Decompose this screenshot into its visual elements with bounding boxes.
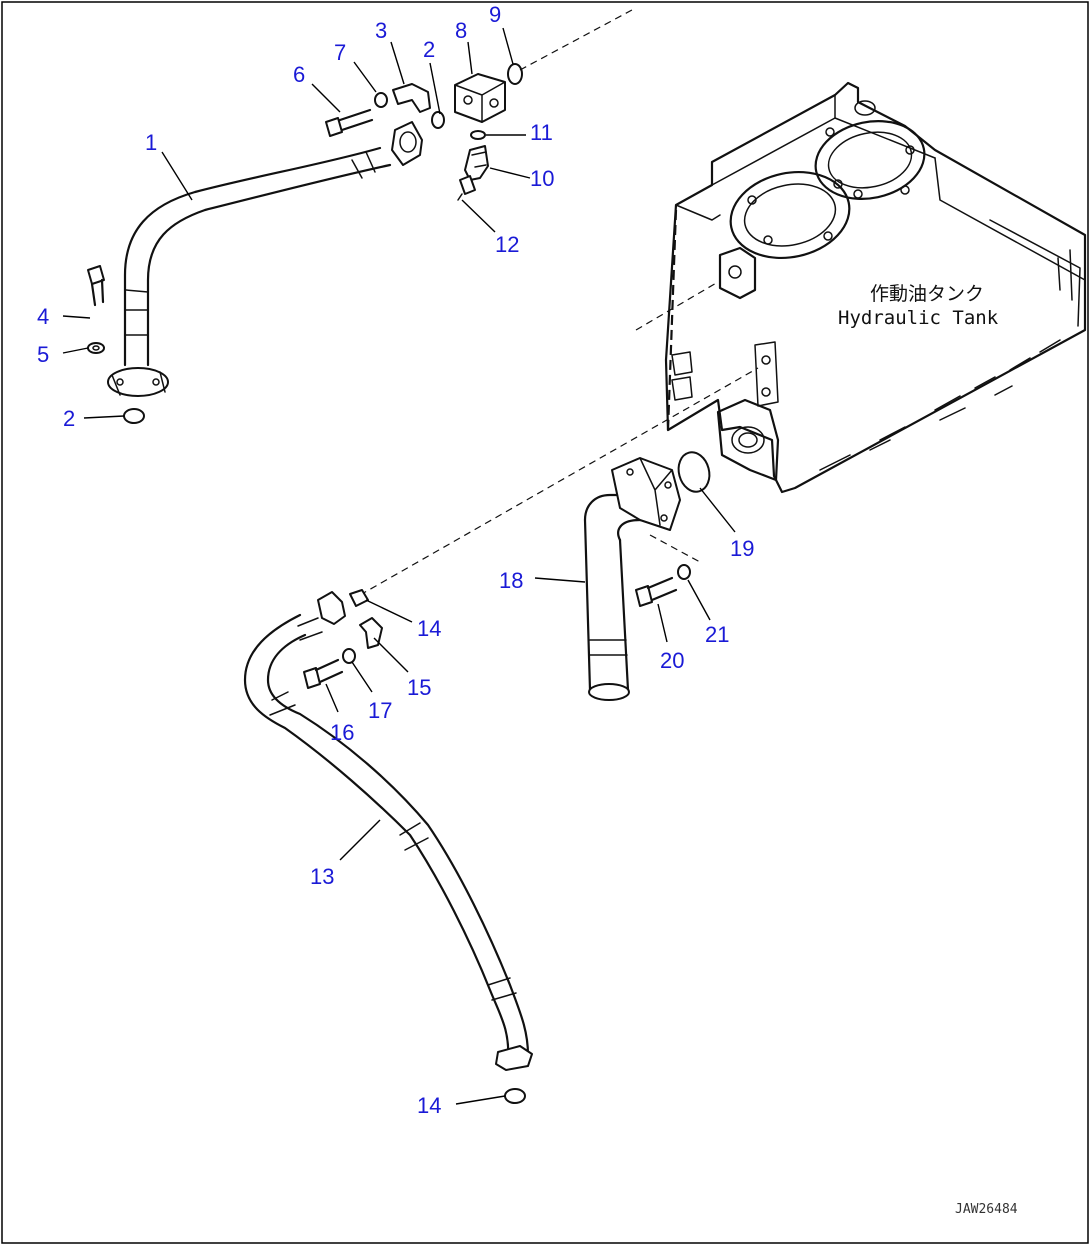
callout-10: 10: [530, 166, 554, 191]
tank-label-japanese: 作動油タンク: [870, 283, 984, 305]
callout-numbers: 1 2 2 3 4 5 6 7 8 9 10 11 12 13 14 14 15…: [37, 2, 754, 1118]
callout-6: 6: [293, 62, 305, 87]
hydraulic-tank: [664, 81, 1087, 494]
bolt-20-washer-21: [635, 564, 691, 607]
callout-2-lower: 2: [63, 406, 75, 431]
callout-11: 11: [530, 120, 553, 145]
callout-18: 18: [499, 568, 523, 593]
callout-1: 1: [145, 130, 157, 155]
callout-3: 3: [375, 18, 387, 43]
alignment-lines: [359, 9, 759, 596]
callout-4: 4: [37, 304, 49, 329]
callout-19: 19: [730, 536, 754, 561]
callout-5: 5: [37, 342, 49, 367]
small-parts-top: [87, 63, 523, 424]
o-ring-19: [677, 451, 711, 493]
callout-21: 21: [705, 622, 729, 647]
callout-9: 9: [489, 2, 501, 27]
leader-lines: [62, 27, 736, 1105]
callout-8: 8: [455, 18, 467, 43]
suction-tube-18: [583, 457, 701, 701]
callout-14-upper: 14: [417, 616, 441, 641]
drawing-code: JAW26484: [955, 1202, 1018, 1217]
callout-7: 7: [334, 40, 346, 65]
hose-13: [243, 589, 533, 1104]
tank-label-english: Hydraulic Tank: [838, 307, 999, 329]
callout-15: 15: [407, 675, 431, 700]
callout-13: 13: [310, 864, 334, 889]
callout-12: 12: [495, 232, 519, 257]
hose-1: [107, 121, 423, 397]
callout-16: 16: [330, 720, 354, 745]
callout-14-lower: 14: [417, 1093, 441, 1118]
callout-17: 17: [368, 698, 392, 723]
callout-20: 20: [660, 648, 684, 673]
callout-2-upper: 2: [423, 37, 435, 62]
